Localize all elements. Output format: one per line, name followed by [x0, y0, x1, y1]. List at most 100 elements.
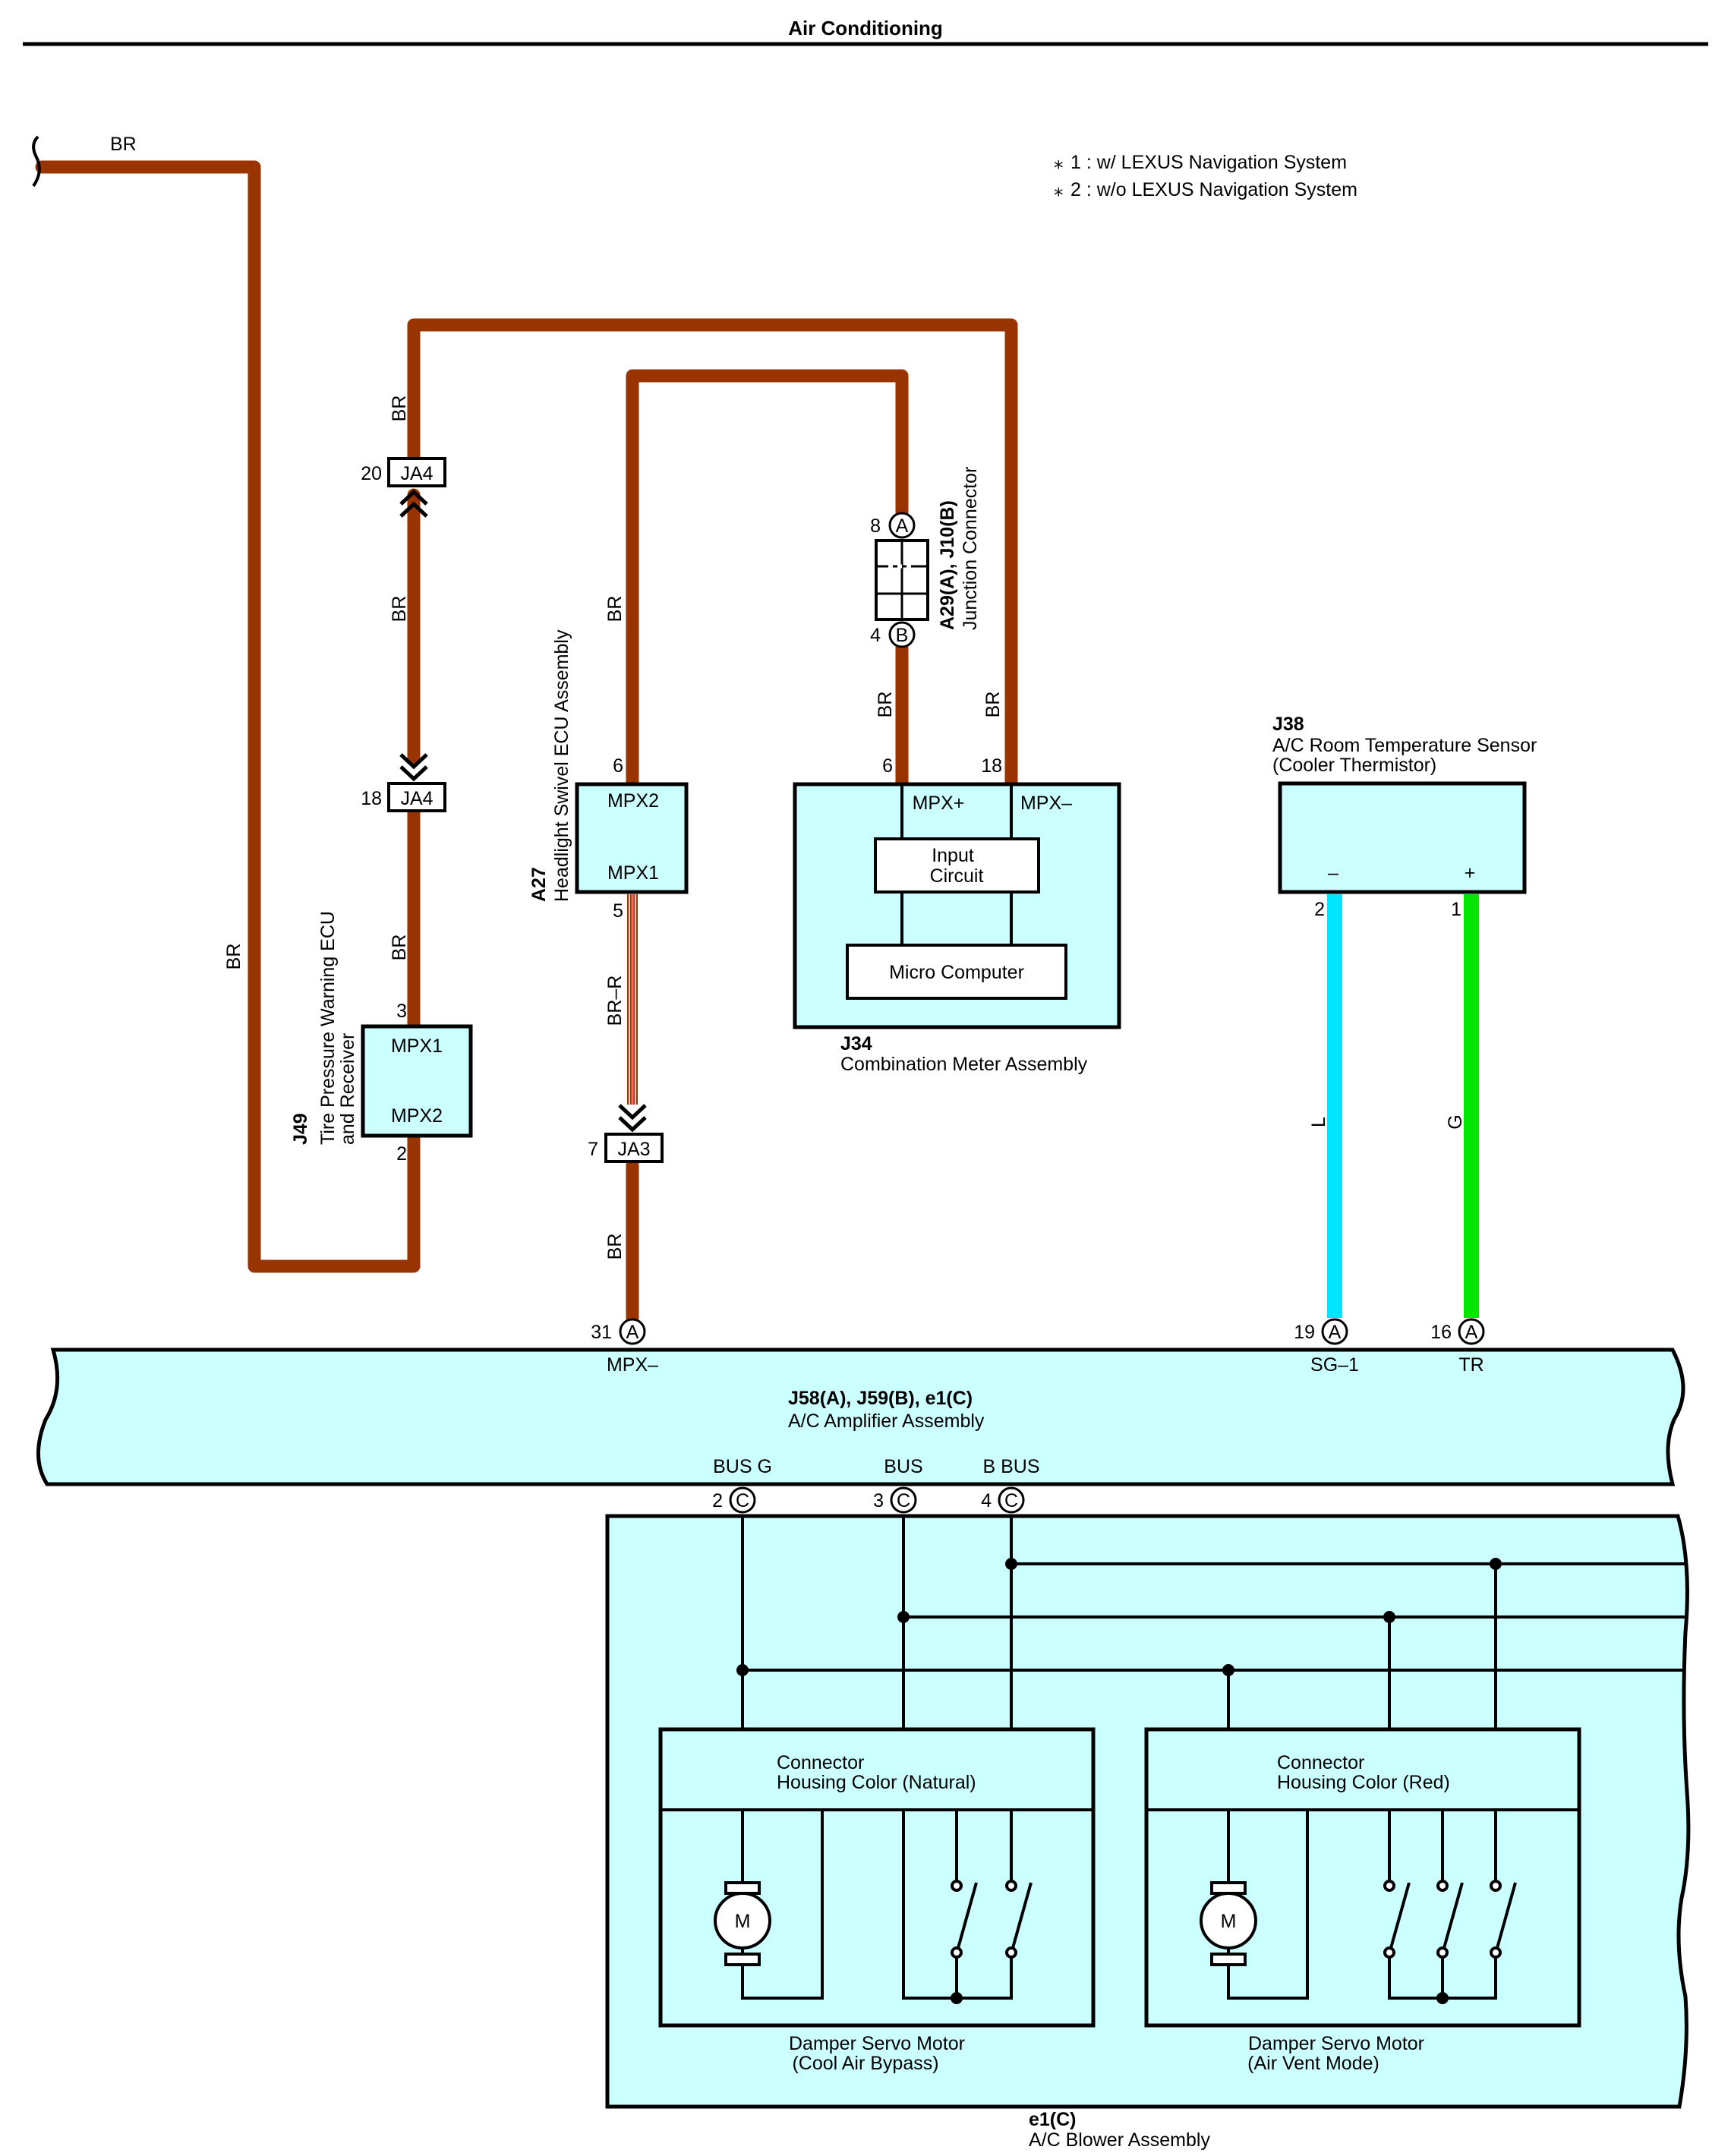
ja4-bottom-connector: JA4 18	[361, 753, 446, 812]
svg-text:and Receiver: and Receiver	[337, 1033, 358, 1145]
svg-text:A: A	[1465, 1322, 1478, 1343]
svg-text:MPX2: MPX2	[607, 790, 659, 812]
svg-text:A: A	[896, 515, 909, 537]
svg-text:BR: BR	[875, 692, 896, 718]
ja4-top-chevron-icon	[399, 489, 428, 518]
svg-text:Connector: Connector	[1277, 1752, 1364, 1773]
svg-text:2: 2	[396, 1143, 407, 1165]
wire-br-loop	[407, 318, 1018, 790]
junction-connector: A 8 B 4 A29(A), J10(B) Junction Connecto…	[870, 467, 981, 648]
svg-text:M: M	[1221, 1911, 1237, 1932]
svg-text:Combination Meter Assembly: Combination Meter Assembly	[840, 1054, 1088, 1075]
svg-text:A/C Blower Assembly: A/C Blower Assembly	[1029, 2129, 1210, 2151]
junction-pin-a	[888, 512, 916, 539]
svg-text:Damper Servo Motor: Damper Servo Motor	[789, 2033, 965, 2054]
note-1: 1 : w/ LEXUS Navigation System	[1070, 152, 1347, 173]
svg-text:+: +	[1465, 862, 1476, 884]
svg-text:SG–1: SG–1	[1310, 1354, 1359, 1376]
ac-blower-assembly: C 2 C 3 C 4 Connector Housing Color (Nat…	[605, 1486, 1691, 2151]
svg-text:16: 16	[1430, 1322, 1452, 1343]
svg-text:BR: BR	[389, 396, 410, 422]
svg-text:Housing Color (Natural): Housing Color (Natural)	[777, 1772, 976, 1793]
amp-pin-16	[1458, 1318, 1485, 1345]
svg-text:A: A	[1329, 1322, 1342, 1343]
note-2: 2 : w/o LEXUS Navigation System	[1070, 179, 1357, 200]
svg-text:4: 4	[981, 1490, 992, 1511]
svg-text:18: 18	[981, 755, 1002, 777]
svg-text:BR: BR	[389, 935, 410, 961]
svg-text:Input: Input	[932, 845, 974, 866]
damper-servo-cool-air-bypass: Connector Housing Color (Natural) M Damp…	[658, 1727, 1096, 2074]
svg-text:BR: BR	[604, 596, 626, 623]
svg-text:MPX+: MPX+	[913, 793, 965, 814]
j34-combination-meter: MPX+ MPX– 6 18 Input Circuit Micro Compu…	[793, 755, 1121, 1075]
svg-text:2: 2	[712, 1490, 723, 1511]
svg-text:A: A	[626, 1322, 639, 1343]
svg-text:Damper Servo Motor: Damper Servo Motor	[1248, 2033, 1424, 2054]
svg-text:–: –	[1328, 862, 1338, 884]
wire-labels: BR BR BR BR BR BR BR–R BR BR BR L G	[110, 134, 1466, 1259]
svg-text:4: 4	[870, 625, 881, 646]
svg-text:J34: J34	[840, 1033, 872, 1054]
svg-text:BR: BR	[389, 596, 410, 623]
svg-text:A/C Amplifier Assembly: A/C Amplifier Assembly	[788, 1411, 985, 1432]
svg-text:C: C	[897, 1490, 910, 1511]
svg-text:MPX2: MPX2	[391, 1105, 443, 1127]
svg-text:MPX1: MPX1	[391, 1035, 443, 1057]
svg-text:BR: BR	[604, 1234, 626, 1260]
amp-pin-3c	[890, 1486, 917, 1514]
svg-text:Headlight Swivel ECU Assembly: Headlight Swivel ECU Assembly	[551, 629, 572, 902]
svg-text:Housing Color (Red): Housing Color (Red)	[1277, 1772, 1450, 1793]
svg-text:1: 1	[1451, 899, 1461, 920]
ac-amplifier-assembly: J58(A), J59(B), e1(C) A/C Amplifier Asse…	[36, 1318, 1685, 1486]
svg-text:TR: TR	[1458, 1354, 1483, 1376]
motor-icon	[1200, 1892, 1257, 1950]
svg-text:Micro Computer: Micro Computer	[889, 962, 1024, 983]
svg-text:(Cooler Thermistor): (Cooler Thermistor)	[1272, 755, 1436, 776]
svg-text:Tire Pressure Warning ECU: Tire Pressure Warning ECU	[317, 911, 339, 1145]
svg-text:J49: J49	[290, 1113, 311, 1145]
svg-text:6: 6	[882, 755, 893, 777]
amp-pin-4c	[998, 1486, 1025, 1514]
note-marker-2: ⁎	[1054, 179, 1064, 200]
svg-text:Circuit: Circuit	[930, 865, 984, 887]
svg-text:(Cool Air Bypass): (Cool Air Bypass)	[792, 2053, 938, 2074]
wire-br-a27-junction	[626, 369, 909, 790]
ja4-bottom-chevron-icon	[399, 753, 428, 782]
wire-break-mark	[32, 135, 41, 188]
ja4-top-connector: JA4 20	[361, 457, 446, 518]
svg-text:20: 20	[361, 463, 382, 484]
svg-text:G: G	[1445, 1114, 1466, 1129]
amp-pin-31	[619, 1318, 646, 1345]
svg-text:19: 19	[1294, 1322, 1315, 1343]
micro-computer	[846, 944, 1067, 1000]
svg-text:A27: A27	[528, 867, 550, 902]
page-title: Air Conditioning	[788, 17, 943, 39]
amp-pin-19	[1321, 1318, 1348, 1345]
svg-text:BR–R: BR–R	[604, 976, 626, 1026]
svg-text:Junction Connector: Junction Connector	[960, 467, 981, 630]
svg-text:8: 8	[870, 515, 881, 537]
svg-text:M: M	[735, 1911, 751, 1932]
svg-text:2: 2	[1314, 899, 1325, 920]
svg-text:BUS: BUS	[884, 1456, 922, 1477]
svg-text:18: 18	[361, 788, 382, 809]
svg-text:MPX–: MPX–	[607, 1354, 658, 1376]
j38-room-temperature-sensor: J38 A/C Room Temperature Sensor (Cooler …	[1272, 714, 1537, 920]
junction-pin-b	[888, 621, 916, 648]
j49-tire-pressure-ecu: MPX1 MPX2 3 2 J49 Tire Pressure Warning …	[290, 911, 473, 1165]
svg-text:Connector: Connector	[777, 1752, 864, 1773]
svg-text:BR: BR	[982, 692, 1004, 718]
svg-text:JA4: JA4	[400, 463, 433, 484]
svg-text:JA3: JA3	[617, 1139, 650, 1160]
br-wires	[35, 160, 1018, 1325]
a27-headlight-swivel-ecu: MPX2 MPX1 6 5 A27 Headlight Swivel ECU A…	[528, 629, 689, 922]
svg-text:C: C	[1004, 1490, 1018, 1511]
svg-text:C: C	[736, 1490, 749, 1511]
ja3-connector: JA3 7	[588, 1104, 664, 1163]
svg-text:(Air Vent Mode): (Air Vent Mode)	[1247, 2053, 1379, 2074]
motor-icon	[714, 1892, 771, 1950]
svg-text:J38: J38	[1272, 714, 1304, 735]
svg-text:A29(A), J10(B): A29(A), J10(B)	[937, 500, 958, 630]
svg-text:J58(A), J59(B), e1(C): J58(A), J59(B), e1(C)	[788, 1388, 973, 1409]
